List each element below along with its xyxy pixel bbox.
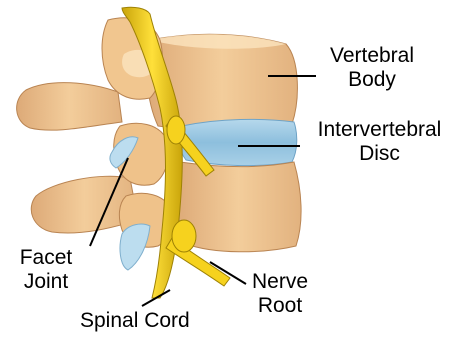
label-nerve-root-line1: Nerve [240, 270, 320, 294]
label-vertebral-body-line2: Body [312, 68, 432, 92]
label-spinal-cord: Spinal Cord [80, 309, 190, 333]
label-intervertebral-disc-line1: Intervertebral [300, 118, 459, 142]
label-intervertebral-disc: Intervertebral Disc [300, 118, 459, 166]
label-facet-joint: Facet Joint [6, 246, 86, 294]
label-vertebral-body: Vertebral Body [312, 44, 432, 92]
label-vertebral-body-line1: Vertebral [312, 44, 432, 68]
label-facet-joint-line1: Facet [6, 246, 86, 270]
label-facet-joint-line2: Joint [6, 270, 86, 294]
upper-spinous-process [17, 83, 122, 131]
label-intervertebral-disc-line2: Disc [300, 142, 459, 166]
label-nerve-root-line2: Root [240, 294, 320, 318]
label-nerve-root: Nerve Root [240, 270, 320, 318]
